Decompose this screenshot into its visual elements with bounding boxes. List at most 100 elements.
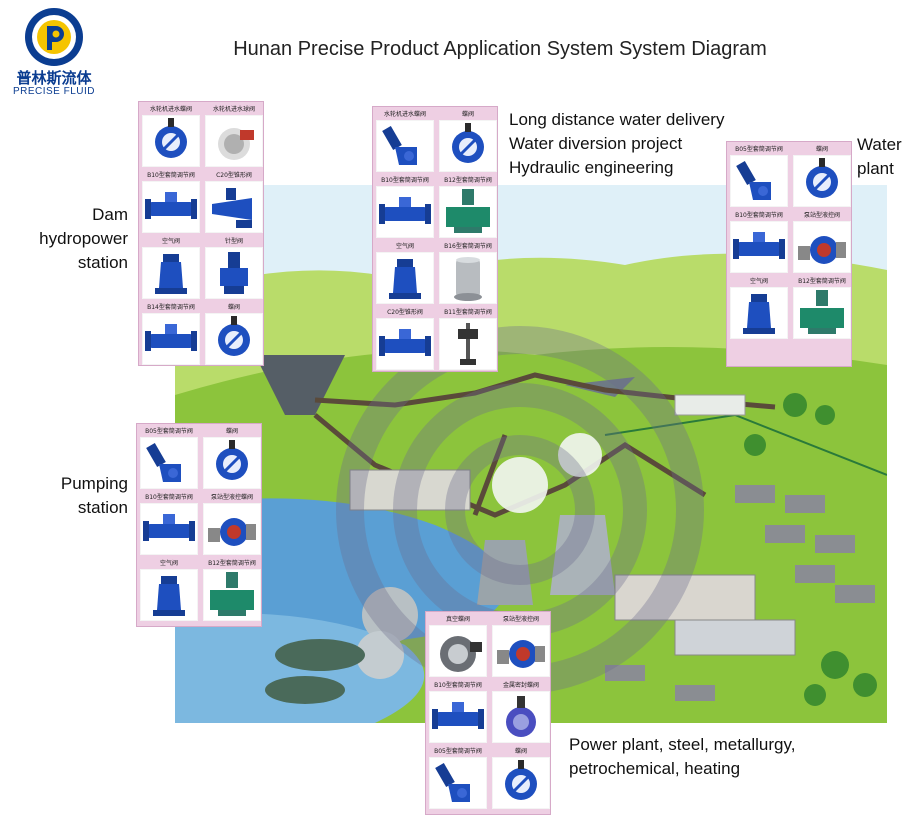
valve-image bbox=[793, 155, 851, 207]
gate-valve-icon bbox=[800, 290, 844, 334]
valve-caption: 泵站型液控蝶阀 bbox=[210, 494, 253, 501]
valve-image bbox=[439, 252, 497, 304]
hydraulic-valve-icon bbox=[497, 640, 545, 668]
valve-image bbox=[142, 181, 200, 233]
valve-item: B10型套筒调节阀 bbox=[727, 211, 791, 273]
valve-caption: 泵站型液控阀 bbox=[502, 616, 539, 623]
valve-image bbox=[140, 437, 198, 489]
valve-caption: 金属密封蝶阀 bbox=[502, 682, 539, 689]
valve-image bbox=[793, 287, 851, 339]
sleeve-valve-icon bbox=[143, 514, 195, 541]
label-water-delivery: Long distance water delivery Water diver… bbox=[509, 108, 724, 180]
angle-valve-icon bbox=[435, 762, 470, 802]
valve-caption: B12型套筒调节阀 bbox=[444, 177, 492, 184]
valve-item: 泵站型液控阀 bbox=[489, 615, 553, 677]
label-pumping-line: Pumping bbox=[60, 474, 128, 493]
valve-item: 空气阀 bbox=[139, 237, 203, 299]
valve-image bbox=[142, 247, 200, 299]
valve-caption: B14型套筒调节阀 bbox=[147, 304, 195, 311]
valve-image bbox=[492, 625, 550, 677]
valve-item: 蝶阀 bbox=[489, 747, 553, 809]
label-power-plant: Power plant, steel, metallurgy, petroche… bbox=[569, 733, 795, 781]
cooling-tower-right bbox=[550, 515, 615, 595]
valve-item: 蝶阀 bbox=[790, 145, 854, 207]
valve-caption: 空气阀 bbox=[161, 238, 180, 245]
valve-item: B10型套筒调节阀 bbox=[139, 171, 203, 233]
valve-image bbox=[439, 318, 497, 370]
valve-image bbox=[730, 221, 788, 273]
valve-item: 空气阀 bbox=[137, 559, 201, 621]
label-pumping-line: station bbox=[77, 498, 128, 517]
valve-item: 真空蝶阀 bbox=[426, 615, 490, 677]
valve-image bbox=[203, 437, 261, 489]
valve-caption: B05型套筒调节阀 bbox=[434, 748, 482, 755]
label-water-delivery-line: Hydraulic engineering bbox=[509, 158, 674, 177]
valve-item: B10型套筒调节阀 bbox=[137, 493, 201, 555]
ball-valve-icon bbox=[218, 128, 254, 160]
valve-caption: B12型套筒调节阀 bbox=[208, 560, 256, 567]
sleeve-valve-icon bbox=[145, 324, 197, 351]
label-power-plant-line: petrochemical, heating bbox=[569, 759, 741, 778]
valve-item: 空气阀 bbox=[373, 242, 437, 304]
needle-valve-icon bbox=[220, 252, 248, 294]
storage-tank bbox=[362, 587, 418, 643]
valve-image bbox=[429, 625, 487, 677]
valve-caption: 水轮机进水蝶阀 bbox=[383, 111, 426, 118]
valve-caption: B16型套筒调节阀 bbox=[444, 243, 492, 250]
valve-image bbox=[205, 181, 263, 233]
valve-caption: 蝶阀 bbox=[514, 748, 527, 755]
air-valve-icon bbox=[155, 254, 187, 294]
valve-item: 泵站型液控阀 bbox=[790, 211, 854, 273]
label-water-delivery-line: Long distance water delivery bbox=[509, 110, 725, 129]
valve-image bbox=[140, 569, 198, 621]
valve-item: B05型套筒调节阀 bbox=[727, 145, 791, 207]
valve-caption: 泵站型液控阀 bbox=[803, 212, 840, 219]
sleeve-valve-icon bbox=[145, 192, 197, 219]
valve-item: 水轮机进水蝶阀 bbox=[139, 105, 203, 167]
valve-image bbox=[730, 287, 788, 339]
pump-house bbox=[349, 469, 471, 511]
angle-valve-icon bbox=[146, 442, 181, 482]
valve-caption: 蝶阀 bbox=[225, 428, 238, 435]
cooling-tower-left bbox=[477, 540, 533, 605]
angle-valve-icon bbox=[736, 160, 771, 200]
valve-item: B12型套筒调节阀 bbox=[200, 559, 264, 621]
valve-image bbox=[203, 569, 261, 621]
valve-item: 蝶阀 bbox=[202, 303, 266, 365]
valve-caption: 空气阀 bbox=[395, 243, 414, 250]
cone-valve-icon bbox=[212, 188, 252, 228]
logo: 普林斯流体 PRECISE FLUID bbox=[8, 6, 100, 106]
valve-item: B05型套筒调节阀 bbox=[137, 427, 201, 489]
valve-item: 水轮机进水蝶阀 bbox=[373, 110, 437, 172]
valve-caption: B10型套筒调节阀 bbox=[145, 494, 193, 501]
valve-item: B16型套筒调节阀 bbox=[436, 242, 500, 304]
air-valve-icon bbox=[153, 576, 185, 616]
valve-caption: B10型套筒调节阀 bbox=[434, 682, 482, 689]
valve-item: 蝶阀 bbox=[436, 110, 500, 172]
valve-caption: 空气阀 bbox=[749, 278, 768, 285]
valve-image bbox=[205, 115, 263, 167]
valve-item: 蝶阀 bbox=[200, 427, 264, 489]
valve-item: 金属密封蝶阀 bbox=[489, 681, 553, 743]
gate-valve-icon bbox=[446, 189, 490, 233]
valve-item: 水轮机进水球阀 bbox=[202, 105, 266, 167]
label-water-plant-line: plant bbox=[857, 159, 894, 178]
vacuum-valve-icon bbox=[440, 636, 482, 672]
metal-seal-valve-icon bbox=[506, 696, 536, 737]
logo-english-text: PRECISE FLUID bbox=[12, 86, 96, 97]
valve-image bbox=[205, 247, 263, 299]
valve-caption: B10型套筒调节阀 bbox=[735, 212, 783, 219]
valve-image bbox=[140, 503, 198, 555]
sleeve-valve-icon bbox=[733, 232, 785, 259]
valve-caption: 蝶阀 bbox=[227, 304, 240, 311]
label-dam-line: station bbox=[77, 253, 128, 272]
valve-image bbox=[376, 318, 434, 370]
valve-image bbox=[429, 757, 487, 809]
valve-image bbox=[142, 115, 200, 167]
valve-image bbox=[203, 503, 261, 555]
butterfly-valve-icon bbox=[806, 158, 838, 198]
valve-item: B12型套筒调节阀 bbox=[790, 277, 854, 339]
butterfly-valve-icon bbox=[218, 316, 250, 356]
air-valve-icon bbox=[389, 259, 421, 299]
